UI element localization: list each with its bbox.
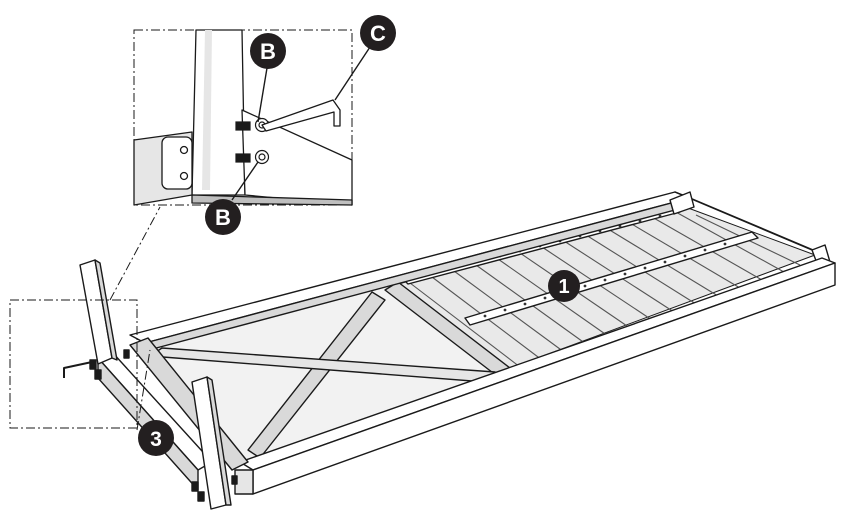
badge-bolt-b-lower-label: B (215, 205, 231, 230)
detail-post (191, 29, 246, 196)
badge-allen-key-c-label: C (370, 21, 386, 46)
badge-bolt-b-upper-label: B (260, 39, 276, 64)
detail-bracket-plate (161, 136, 193, 190)
detail-allen-key (261, 99, 341, 132)
head-post-front-side (206, 376, 232, 506)
detail-inset (133, 29, 353, 206)
head-end-bolts (89, 349, 238, 502)
detail-source-box (9, 299, 138, 429)
bed-frame (63, 191, 836, 510)
head-post-back-side (94, 259, 118, 361)
badge-allen-key-c: C (360, 15, 396, 51)
detail-post-side (202, 30, 212, 190)
far-end-block (669, 191, 695, 215)
badge-part-3-label: 3 (150, 428, 162, 451)
badge-bolt-b-lower: B (205, 199, 241, 235)
badge-part-1-label: 1 (558, 276, 569, 298)
badge-part-3: 3 (138, 420, 174, 456)
badge-leaders (231, 43, 373, 201)
callout-guides (9, 206, 161, 431)
brace-a (247, 291, 386, 459)
head-allen-key (63, 361, 93, 378)
badge-bolt-b-upper: B (250, 33, 286, 69)
front-end-cap (234, 469, 254, 495)
badge-part-1: 1 (548, 270, 580, 302)
